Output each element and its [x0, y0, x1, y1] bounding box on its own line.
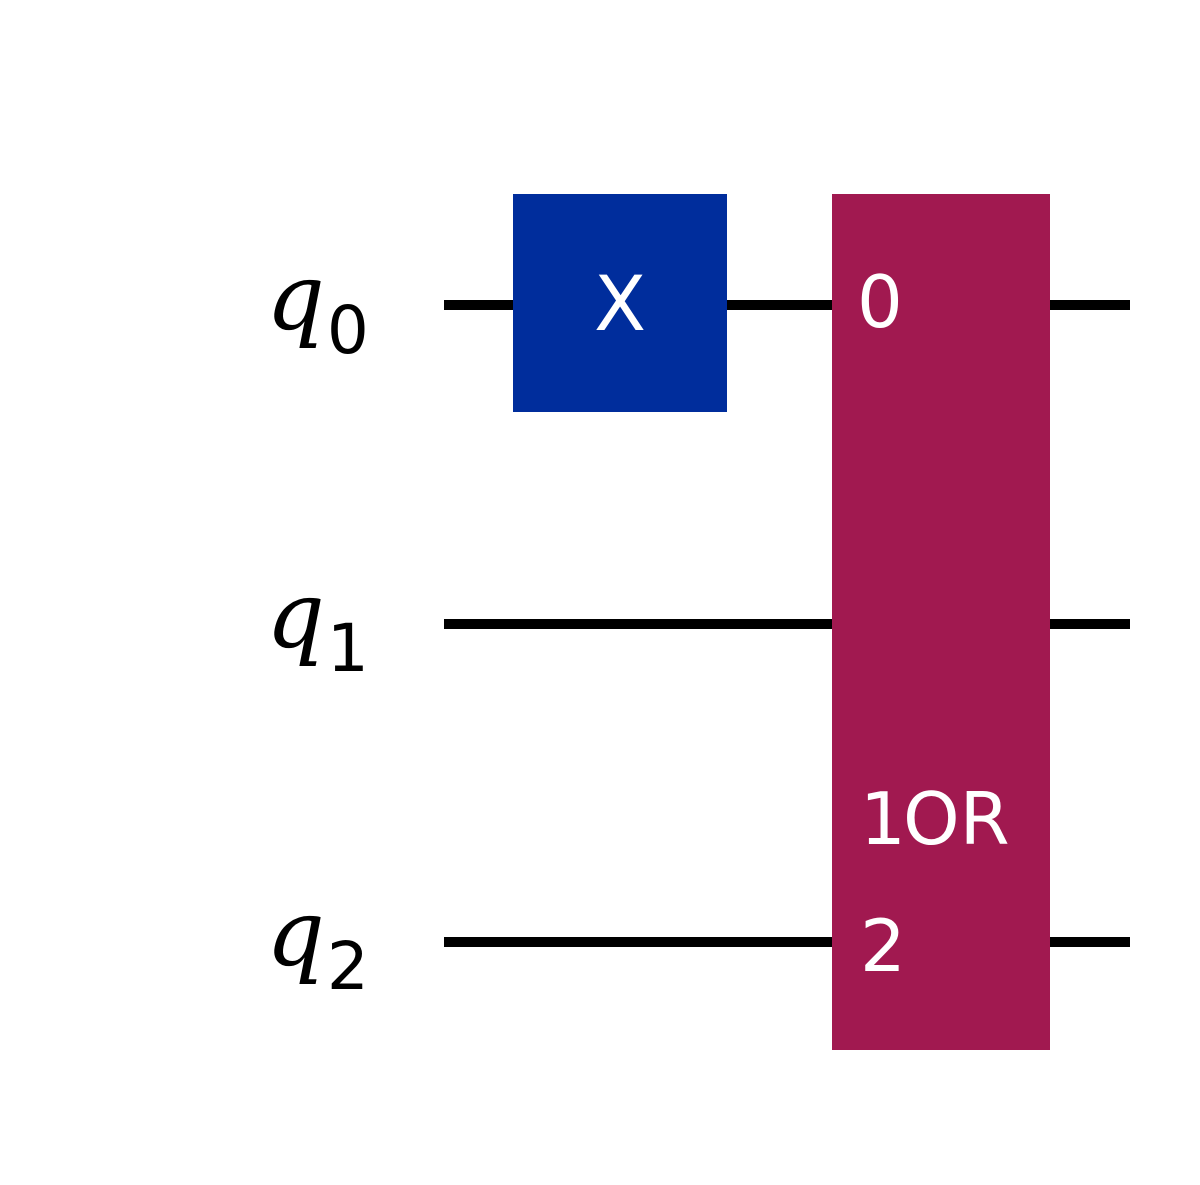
qubit-label-q1: q1: [266, 570, 369, 682]
or-gate-port-1: 1: [860, 777, 906, 861]
wire-q2: [444, 937, 1130, 947]
qubit-label-q0: q0: [266, 252, 369, 364]
wire-q0: [444, 300, 1130, 310]
or-gate-label: OR: [903, 777, 1010, 861]
qubit-symbol: q: [266, 244, 325, 351]
qubit-label-q2: q2: [266, 888, 369, 1000]
x-gate: X: [513, 194, 727, 412]
qubit-index: 1: [326, 610, 369, 687]
qubit-index: 0: [326, 292, 369, 369]
wire-q1: [444, 619, 1130, 629]
x-gate-label: X: [594, 259, 647, 348]
qubit-symbol: q: [266, 880, 325, 987]
or-gate: 0 1 OR 2: [832, 194, 1050, 1050]
qubit-index: 2: [326, 928, 369, 1005]
or-gate-port-0: 0: [857, 260, 903, 344]
qubit-symbol: q: [266, 562, 325, 669]
or-gate-port-2: 2: [860, 904, 906, 988]
